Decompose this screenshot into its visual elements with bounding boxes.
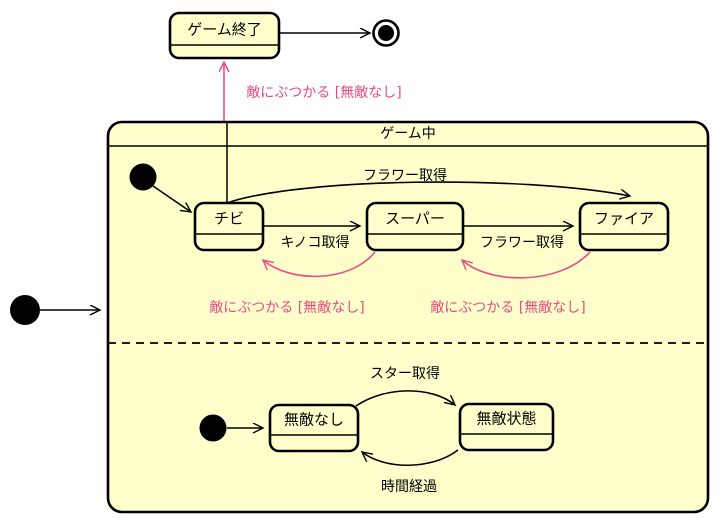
state-fire-label: ファイア [594,210,654,228]
state-fire[interactable]: ファイア [578,201,670,252]
transition-super-to-chibi-label: 敵にぶつかる [無敵なし] [209,300,364,316]
transition-chibi-to-fire-curve [226,181,630,204]
region2-initial-node-dot [199,414,227,442]
state-chibi-label: チビ [214,210,244,228]
region1-initial-transition [152,185,191,212]
state-muteki-joutai[interactable]: 無敵状態 [458,402,555,452]
state-muteki-nashi[interactable]: 無敵なし [268,403,360,453]
transition-fire-to-super-label: 敵にぶつかる [無敵なし] [430,300,585,316]
composite-state-game-playing-label: ゲーム中 [380,126,436,142]
transition-playing-to-gameover-label: 敵にぶつかる [無敵なし] [246,85,401,101]
transition-time-pass-label: 時間経過 [381,479,437,495]
final-state-inner-dot [378,25,394,41]
state-muteki-nashi-label: 無敵なし [284,411,344,429]
final-state-node[interactable] [372,19,400,47]
state-muteki-nashi-box[interactable] [268,403,360,453]
state-game-over[interactable]: ゲーム終了 [168,11,281,60]
transition-mutekinashi-to-mutekijoutai-curve [355,390,455,407]
state-super-label: スーパー [385,210,445,228]
transition-mutekijoutai-to-mutekinashi-curve [362,449,459,467]
region1-initial-node[interactable] [129,163,192,213]
region2-initial-node[interactable] [199,414,264,442]
transition-star-get-label: スター取得 [370,365,440,382]
state-muteki-joutai-box[interactable] [458,402,555,452]
transition-chibi-to-fire-label: フラワー取得 [363,167,447,184]
transition-super-to-chibi-curve [263,251,376,278]
transition-chibi-to-super-label: キノコ取得 [280,234,349,251]
state-fire-box[interactable] [578,201,670,252]
transition-fire-to-super-curve [462,251,591,279]
state-game-over-label: ゲーム終了 [187,21,262,39]
state-chibi[interactable]: チビ [193,201,265,252]
outer-initial-node[interactable] [10,295,100,325]
state-muteki-joutai-label: 無敵状態 [476,410,536,428]
state-game-over-box[interactable] [168,11,281,60]
region1-initial-node-dot [129,163,157,191]
transition-super-to-fire-label: フラワー取得 [480,234,564,251]
outer-initial-node-dot [10,295,40,325]
state-super[interactable]: スーパー [365,201,465,252]
